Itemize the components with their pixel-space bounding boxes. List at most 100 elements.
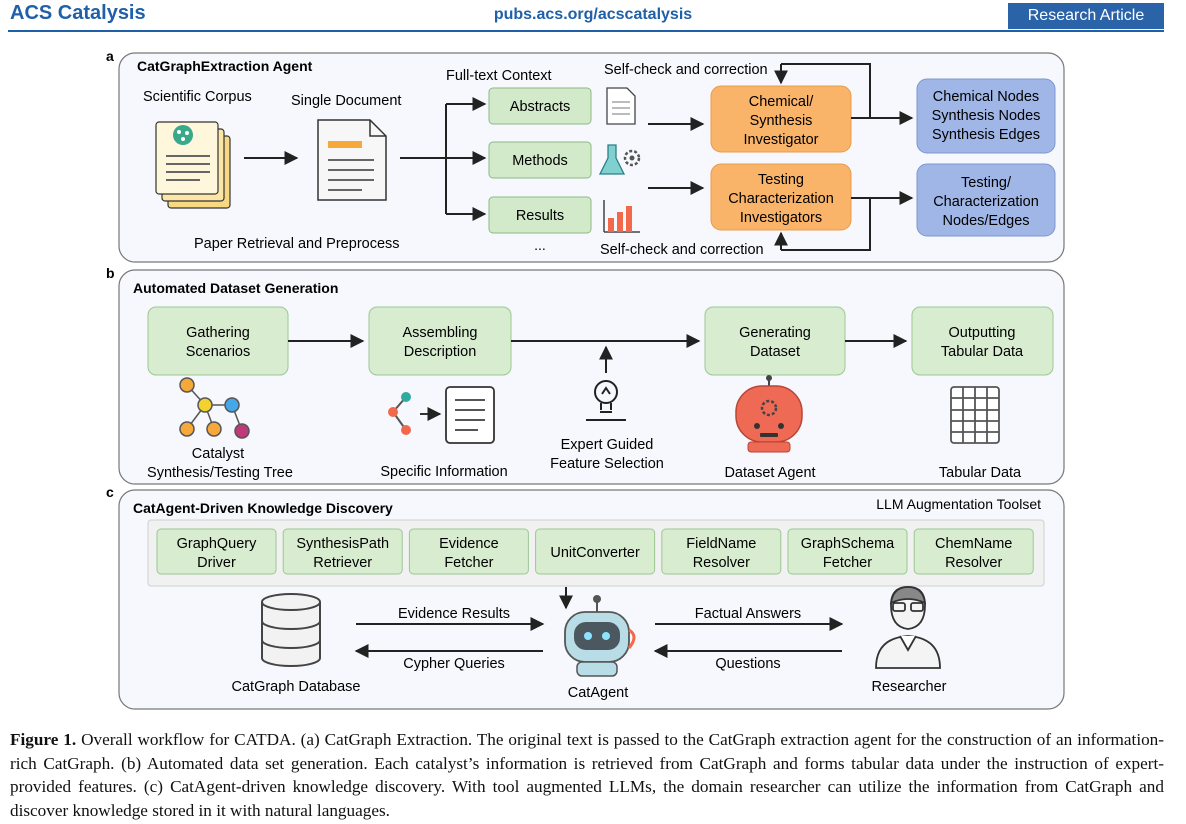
catgraph-database-label: CatGraph Database bbox=[232, 679, 361, 695]
tool-label: Evidence bbox=[439, 536, 499, 552]
assembling-line1: Assembling bbox=[403, 325, 478, 341]
testing-nodes-line1: Testing/ bbox=[961, 175, 1012, 191]
tool-box bbox=[156, 528, 277, 575]
results-label: Results bbox=[516, 208, 564, 224]
testing-investigator-line1: Testing bbox=[758, 172, 804, 188]
catagent-label: CatAgent bbox=[568, 685, 628, 701]
tool-label: ChemName bbox=[935, 536, 1012, 552]
testing-investigator-line2: Characterization bbox=[728, 191, 834, 207]
bar-chart-icon bbox=[603, 200, 640, 233]
branch-arrows bbox=[400, 97, 487, 221]
tool-label: Fetcher bbox=[444, 555, 493, 571]
chemical-nodes-box bbox=[916, 78, 1056, 154]
tool-box bbox=[787, 528, 908, 575]
tool-label: GraphSchema bbox=[801, 536, 895, 552]
tool-label: GraphQuery bbox=[177, 536, 258, 552]
dataset-agent-robot-icon bbox=[735, 375, 803, 453]
gathering-line1: Gathering bbox=[186, 325, 250, 341]
panel-a-letter: a bbox=[106, 48, 114, 64]
testing-investigator-line3: Investigators bbox=[740, 210, 822, 226]
factual-answers-label: Factual Answers bbox=[695, 606, 801, 622]
database-icon bbox=[261, 593, 321, 667]
workflow-figure: a CatGraphExtraction Agent Scientific Co… bbox=[106, 48, 1065, 710]
tool-label: UnitConverter bbox=[550, 545, 640, 561]
self-check-top-label: Self-check and correction bbox=[604, 62, 768, 78]
catalyst-tree-icon bbox=[179, 377, 250, 439]
researcher-icon bbox=[875, 586, 941, 669]
full-text-context-label: Full-text Context bbox=[446, 68, 552, 84]
figure-caption-text: Overall workflow for CATDA. (a) CatGraph… bbox=[10, 730, 1164, 820]
specific-info-icon bbox=[388, 386, 495, 444]
testing-nodes-line2: Characterization bbox=[933, 194, 1039, 210]
single-document-label: Single Document bbox=[291, 93, 401, 109]
generating-dataset-box bbox=[704, 306, 846, 376]
chemical-investigator-line3: Investigator bbox=[744, 132, 819, 148]
generating-line1: Generating bbox=[739, 325, 811, 341]
methods-label: Methods bbox=[512, 153, 568, 169]
generating-line2: Dataset bbox=[750, 344, 800, 360]
assembling-line2: Description bbox=[404, 344, 477, 360]
testing-nodes-box bbox=[916, 163, 1056, 237]
article-type-badge: Research Article bbox=[1008, 3, 1164, 29]
assembling-description-box bbox=[368, 306, 512, 376]
questions-label: Questions bbox=[715, 656, 780, 672]
journal-url[interactable]: pubs.acs.org/acscatalysis bbox=[493, 6, 693, 23]
journal-name: ACS Catalysis bbox=[10, 2, 146, 24]
testing-nodes-line3: Nodes/Edges bbox=[942, 213, 1029, 229]
abstracts-label: Abstracts bbox=[510, 99, 570, 115]
gathering-scenarios-box bbox=[147, 306, 289, 376]
lightbulb-icon bbox=[586, 380, 626, 421]
tool-label: Resolver bbox=[945, 555, 1002, 571]
gathering-line2: Scenarios bbox=[186, 344, 250, 360]
dataset-agent-label: Dataset Agent bbox=[724, 465, 815, 481]
methods-box bbox=[488, 141, 592, 179]
tool-label: Resolver bbox=[693, 555, 750, 571]
scientific-corpus-label: Scientific Corpus bbox=[143, 89, 252, 105]
panel-b-title: Automated Dataset Generation bbox=[133, 280, 338, 296]
tool-label: Retriever bbox=[313, 555, 372, 571]
chemical-nodes-line3: Synthesis Edges bbox=[932, 127, 1040, 143]
tool-label: Fetcher bbox=[823, 555, 872, 571]
chemical-nodes-line2: Synthesis Nodes bbox=[932, 108, 1041, 124]
tool-label: Driver bbox=[197, 555, 236, 571]
tool-box bbox=[661, 528, 782, 575]
chemical-investigator-line1: Chemical/ bbox=[749, 94, 814, 110]
toolset-label: LLM Augmentation Toolset bbox=[876, 496, 1041, 512]
tool-label: SynthesisPath bbox=[296, 536, 389, 552]
paper-retrieval-label: Paper Retrieval and Preprocess bbox=[194, 236, 400, 252]
table-icon bbox=[950, 386, 1000, 444]
flask-gear-icon bbox=[598, 144, 641, 175]
panel-c-letter: c bbox=[106, 484, 114, 500]
figure-caption-lead: Figure 1. bbox=[10, 730, 77, 749]
page-icon bbox=[606, 87, 636, 125]
specific-info-label: Specific Information bbox=[380, 464, 507, 480]
chemical-investigator-line2: Synthesis bbox=[750, 113, 813, 129]
document-stack-icon bbox=[155, 121, 231, 209]
header-rule bbox=[8, 30, 1164, 32]
catalyst-tree-label-line2: Synthesis/Testing Tree bbox=[147, 465, 293, 481]
catalyst-tree-label-line1: Catalyst bbox=[192, 446, 244, 462]
panel-c-title: CatAgent-Driven Knowledge Discovery bbox=[133, 500, 393, 516]
tool-box bbox=[535, 528, 656, 575]
more-sections-ellipsis: ... bbox=[534, 237, 546, 253]
figure-caption: Figure 1. Overall workflow for CATDA. (a… bbox=[10, 728, 1164, 822]
cypher-queries-label: Cypher Queries bbox=[403, 656, 505, 672]
tool-box bbox=[913, 528, 1034, 575]
evidence-results-label: Evidence Results bbox=[398, 606, 510, 622]
results-box bbox=[488, 196, 592, 234]
panel-b-letter: b bbox=[106, 265, 115, 281]
self-check-bottom-label: Self-check and correction bbox=[600, 242, 764, 258]
tool-label: FieldName bbox=[686, 536, 756, 552]
researcher-label: Researcher bbox=[872, 679, 947, 695]
outputting-tabular-box bbox=[911, 306, 1054, 376]
tabular-data-label: Tabular Data bbox=[939, 465, 1022, 481]
abstracts-box bbox=[488, 87, 592, 125]
expert-guided-line2: Feature Selection bbox=[550, 456, 664, 472]
chemical-nodes-line1: Chemical Nodes bbox=[933, 89, 1039, 105]
outputting-line1: Outputting bbox=[949, 325, 1016, 341]
catagent-robot-icon bbox=[564, 595, 636, 677]
tool-box bbox=[282, 528, 403, 575]
tool-box bbox=[408, 528, 529, 575]
expert-guided-line1: Expert Guided bbox=[561, 437, 654, 453]
